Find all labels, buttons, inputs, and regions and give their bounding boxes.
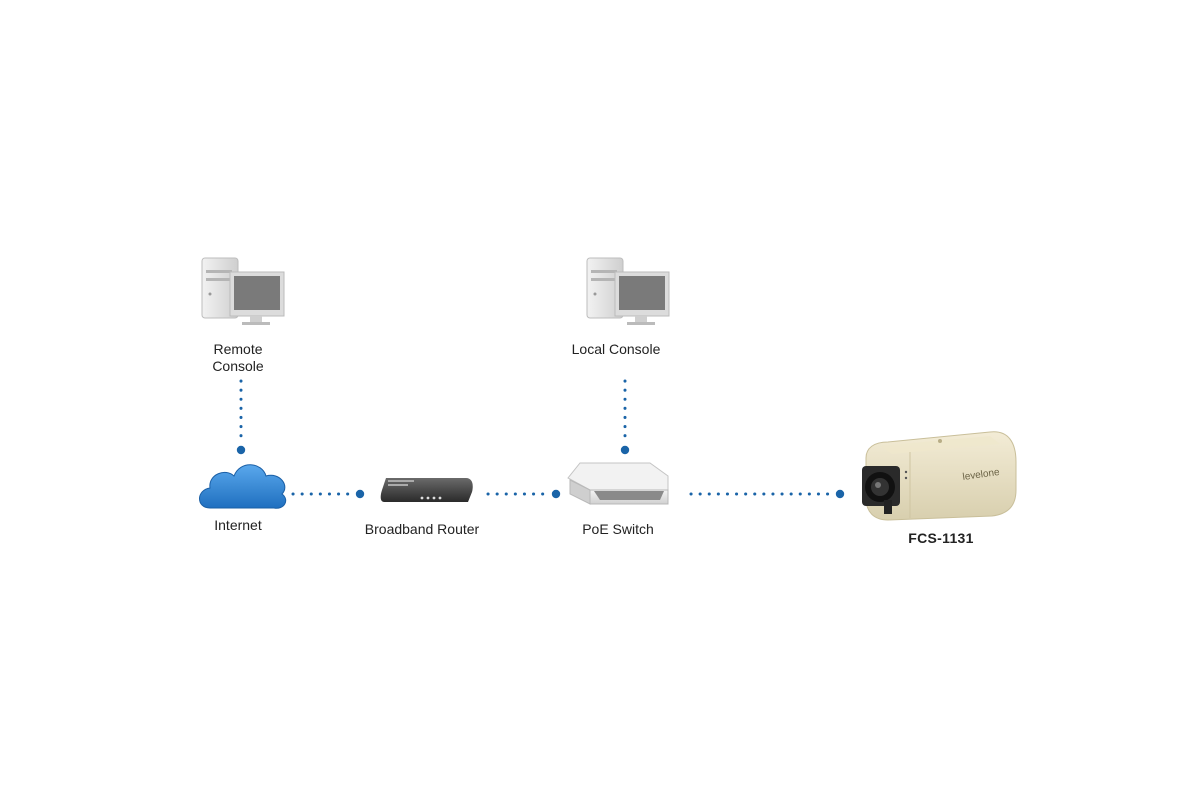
switch-icon: [567, 462, 669, 505]
connector-switch-camera: [689, 489, 845, 499]
remote-console-label-line1: Remote: [213, 341, 263, 357]
camera-model-label: FCS-1131: [908, 530, 974, 546]
internet-label: Internet: [214, 517, 262, 533]
local-console-icon: [586, 257, 670, 325]
local-console-label: Local Console: [571, 341, 661, 357]
remote-console-label-line2: Console: [212, 358, 264, 374]
poe-switch-label: PoE Switch: [582, 521, 654, 537]
connector-remote-internet: [236, 379, 246, 455]
connector-router-switch: [486, 489, 561, 499]
remote-console-icon: [201, 257, 285, 325]
camera-brand-logo: levelone: [962, 467, 1001, 483]
connector-local-switch: [620, 379, 630, 455]
remote-console-label: Remote Console: [188, 341, 288, 375]
ip-camera-icon: [862, 431, 1017, 521]
connector-internet-router: [291, 489, 365, 499]
router-icon: [380, 478, 473, 502]
cloud-icon: [199, 464, 287, 509]
router-label: Broadband Router: [364, 521, 480, 537]
